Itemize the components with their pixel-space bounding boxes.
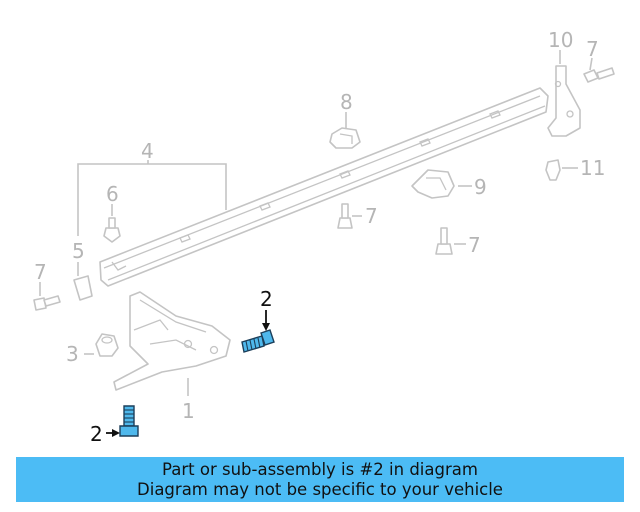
bolt-part-2-horizontal[interactable] [241, 329, 275, 353]
callout-11: 11 [580, 156, 605, 180]
callout-10: 10 [548, 28, 573, 52]
bolt-part-2-vertical[interactable] [119, 405, 139, 437]
bracket-part-10 [547, 65, 581, 137]
bolt-part-7-top [583, 67, 615, 83]
clip-part-6 [103, 217, 121, 243]
callout-3: 3 [66, 342, 79, 366]
nut-part-3 [95, 333, 119, 357]
callout-7-lower: 7 [468, 233, 481, 257]
clip-part-8 [329, 127, 361, 149]
holder-part-9 [411, 169, 455, 199]
callout-6: 6 [106, 182, 119, 206]
support-bracket-part-1 [113, 291, 231, 391]
bolt-part-7-left [33, 295, 61, 311]
info-banner: Part or sub-assembly is #2 in diagram Di… [16, 457, 624, 502]
rocker-panel [99, 87, 549, 287]
callout-7-middle: 7 [365, 204, 378, 228]
banner-line-part-number: Part or sub-assembly is #2 in diagram [162, 459, 478, 479]
clip-part-11 [545, 159, 561, 181]
callout-4: 4 [141, 139, 154, 163]
banner-line-disclaimer: Diagram may not be specific to your vehi… [137, 479, 503, 499]
callout-2-upper[interactable]: 2 [260, 287, 273, 311]
leader-lines [39, 50, 593, 437]
callout-7-left: 7 [34, 260, 47, 284]
bolt-part-7-lower [435, 227, 453, 255]
callout-5: 5 [72, 239, 85, 263]
callout-2-lower[interactable]: 2 [90, 422, 103, 446]
callout-8: 8 [340, 90, 353, 114]
callout-1: 1 [182, 399, 195, 423]
cap-part-5 [73, 275, 93, 301]
bolt-part-7-middle [337, 203, 353, 229]
callout-7-top: 7 [586, 37, 599, 61]
callout-9: 9 [474, 175, 487, 199]
